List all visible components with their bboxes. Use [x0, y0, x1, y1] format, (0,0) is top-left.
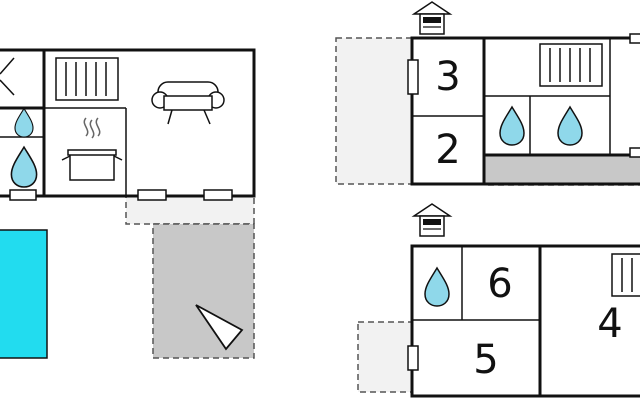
water-drop-icon	[14, 107, 34, 138]
door-icon	[413, 1, 451, 35]
water-drop-icon	[10, 146, 38, 188]
window	[407, 59, 419, 95]
radiator-icon	[55, 57, 119, 101]
window	[137, 189, 167, 201]
window	[629, 33, 640, 44]
sofa-icon	[151, 81, 225, 125]
room-number: 6	[487, 261, 512, 307]
water-drop-icon	[424, 267, 450, 307]
terrace-side	[357, 321, 413, 393]
window	[203, 189, 233, 201]
compass-arrow-icon	[195, 304, 244, 351]
window	[407, 345, 419, 371]
radiator-icon	[611, 253, 640, 297]
room-number: 4	[597, 301, 622, 347]
window	[629, 147, 640, 158]
room-number: 2	[435, 127, 460, 173]
house-bottom-outline	[410, 244, 640, 398]
room-number: 3	[435, 54, 460, 100]
terrace-bottom	[483, 154, 640, 186]
radiator-icon	[539, 43, 603, 87]
cooking-pot-icon	[61, 117, 123, 181]
door-icon	[413, 203, 451, 237]
water-drop-icon	[557, 106, 583, 146]
terrace-side	[335, 37, 413, 185]
terrace	[152, 223, 255, 359]
room-number: 5	[473, 337, 498, 383]
house-left-outline	[0, 48, 256, 198]
pool	[0, 229, 48, 359]
window	[9, 189, 37, 201]
water-drop-icon	[499, 106, 525, 146]
house-top-outline	[410, 36, 640, 186]
